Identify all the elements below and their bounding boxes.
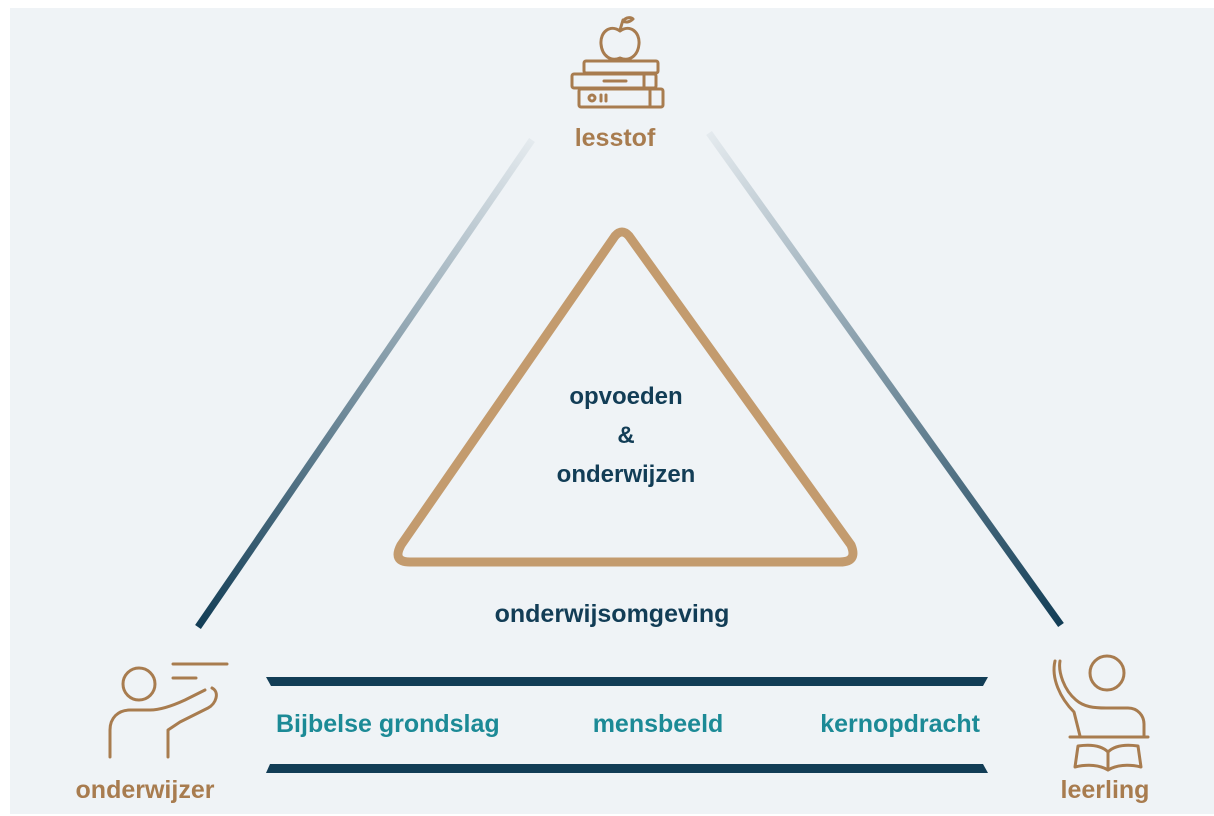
foundation-label-grondslag: Bijbelse grondslag [276, 710, 500, 738]
node-label-onderwijzer: onderwijzer [75, 776, 215, 804]
center-label-line2: & [617, 422, 635, 449]
foundation-label-kernopdracht: kernopdracht [820, 710, 980, 738]
center-label: opvoeden & onderwijzen [476, 377, 776, 494]
environment-label: onderwijsomgeving [494, 600, 730, 628]
student-raising-hand-icon [1052, 654, 1150, 772]
books-apple-icon [570, 16, 665, 109]
right-edge-line [706, 130, 1064, 628]
node-label-leerling: leerling [1060, 776, 1150, 804]
inner-triangle [393, 227, 858, 567]
center-label-line1: opvoeden [569, 383, 683, 410]
base-bar-top [266, 677, 988, 686]
left-edge-line [195, 138, 535, 629]
node-label-lesstof: lesstof [574, 124, 656, 152]
teacher-pointing-icon [108, 662, 229, 759]
center-label-line3: onderwijzen [556, 461, 696, 488]
base-bar-bottom [266, 764, 988, 773]
foundation-label-mensbeeld: mensbeeld [592, 710, 724, 738]
